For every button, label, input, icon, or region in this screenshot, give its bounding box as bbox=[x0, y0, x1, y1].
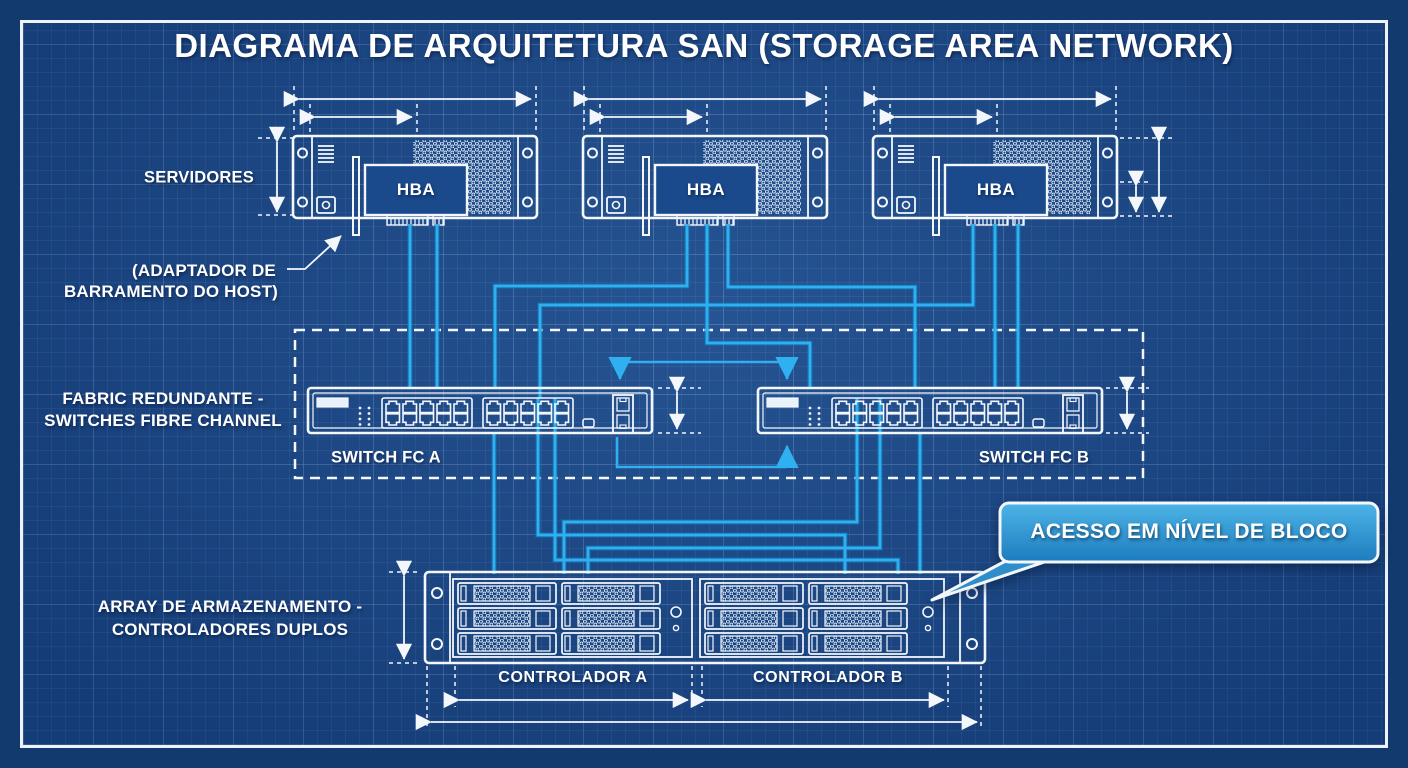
storage-array bbox=[423, 570, 987, 665]
switch-fc-a bbox=[308, 388, 652, 433]
servers-label: SERVIDORES bbox=[144, 168, 254, 187]
controller-b-bay bbox=[699, 578, 945, 658]
switch-a-label: SWITCH FC A bbox=[331, 448, 441, 467]
hba-label-3: HBA bbox=[976, 180, 1016, 199]
inter-switch-links bbox=[608, 356, 799, 469]
dimension-annotations bbox=[258, 126, 1174, 731]
array-label-line-1: ARRAY DE ARMAZENAMENTO - bbox=[97, 597, 363, 616]
fc-cabling bbox=[410, 224, 1018, 574]
controller-a-label: CONTROLADOR A bbox=[498, 669, 648, 686]
switch-fc-b bbox=[758, 388, 1102, 433]
hba-note-line-2: BARRAMENTO DO HOST) bbox=[63, 282, 279, 301]
hba-label-2: HBA bbox=[686, 180, 726, 199]
controller-b-label: CONTROLADOR B bbox=[752, 669, 904, 686]
fabric-label-line-2: SWITCHES FIBRE CHANNEL bbox=[44, 411, 282, 430]
block-access-callout-label: ACESSO EM NÍVEL DE BLOCO bbox=[1030, 520, 1348, 543]
hba-note-line-1: (ADAPTADOR DE bbox=[132, 261, 276, 280]
server-2 bbox=[581, 86, 829, 237]
array-label-line-2: CONTROLADORES DUPLOS bbox=[111, 620, 349, 639]
server-3 bbox=[871, 86, 1119, 237]
hba-label-1: HBA bbox=[396, 180, 436, 199]
controller-a-bay bbox=[452, 578, 693, 658]
callout-bubble bbox=[930, 501, 1380, 602]
hba-note-arrow bbox=[287, 235, 342, 270]
fabric-label-line-1: FABRIC REDUNDANTE - bbox=[62, 389, 264, 408]
diagram-title: DIAGRAMA DE ARQUITETURA SAN (STORAGE ARE… bbox=[174, 27, 1234, 64]
server-1 bbox=[291, 86, 539, 237]
fabric-dashed-boundary bbox=[293, 328, 1145, 480]
switch-b-label: SWITCH FC B bbox=[978, 448, 1090, 467]
